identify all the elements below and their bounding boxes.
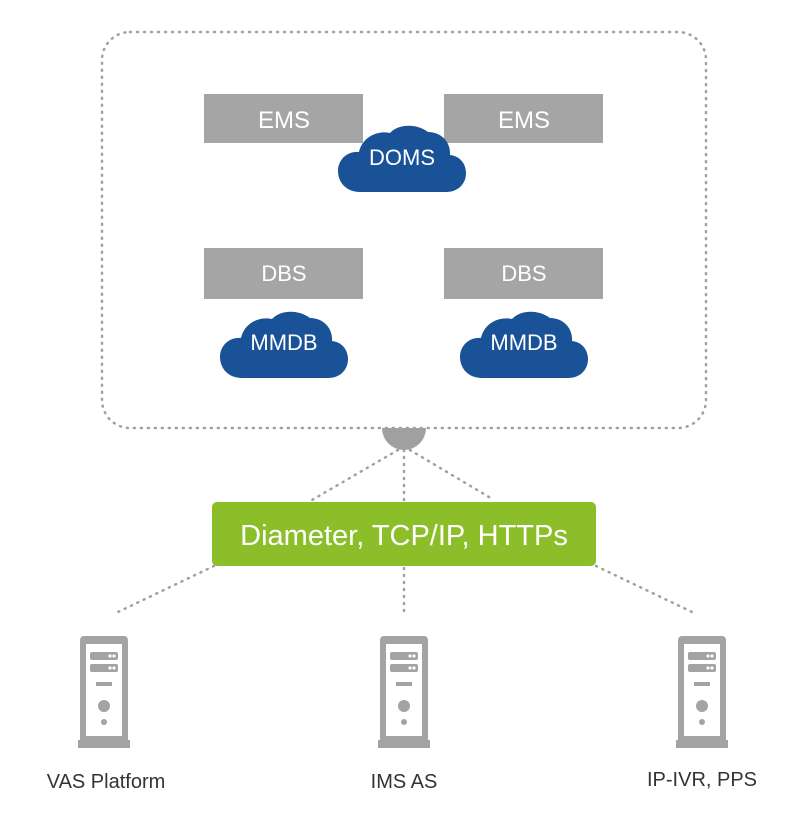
server-icon [676, 636, 728, 748]
client-label-vas: VAS Platform [47, 771, 166, 793]
connector-lines [116, 448, 694, 614]
mmdb-label-right: MMDB [490, 330, 557, 355]
mmdb-cloud-right: MMDB [460, 311, 588, 378]
protocol-box: Diameter, TCP/IP, HTTPs [212, 502, 596, 566]
dbs-label-left: DBS [261, 261, 306, 286]
client-ims-as: IMS AS [371, 636, 438, 793]
doms-cloud: DOMS [338, 125, 466, 192]
protocol-label: Diameter, TCP/IP, HTTPs [240, 520, 568, 552]
mmdb-cloud-left: MMDB [220, 311, 348, 378]
client-vas-platform: VAS Platform [47, 636, 166, 793]
ems-label-left: EMS [258, 107, 310, 134]
line-hub-to-protocol-left [310, 448, 400, 502]
doms-label: DOMS [369, 145, 435, 170]
client-label-ims: IMS AS [371, 771, 438, 793]
dbs-label-right: DBS [501, 261, 546, 286]
server-icon [378, 636, 430, 748]
dbs-box-right: DBS [444, 248, 603, 299]
client-label-ipivr: IP-IVR, PPS [647, 769, 757, 791]
line-protocol-to-vas [116, 564, 216, 614]
dbs-box-left: DBS [204, 248, 363, 299]
line-hub-to-protocol-right [408, 448, 496, 502]
ems-box-right: EMS [444, 94, 603, 143]
system-boundary [100, 30, 708, 430]
server-icon [78, 636, 130, 748]
client-ip-ivr-pps: IP-IVR, PPS [647, 636, 757, 791]
ems-box-left: EMS [204, 94, 363, 143]
ems-label-right: EMS [498, 107, 550, 134]
line-protocol-to-ipivr [594, 564, 694, 614]
mmdb-label-left: MMDB [250, 330, 317, 355]
connector-hub [382, 428, 426, 450]
